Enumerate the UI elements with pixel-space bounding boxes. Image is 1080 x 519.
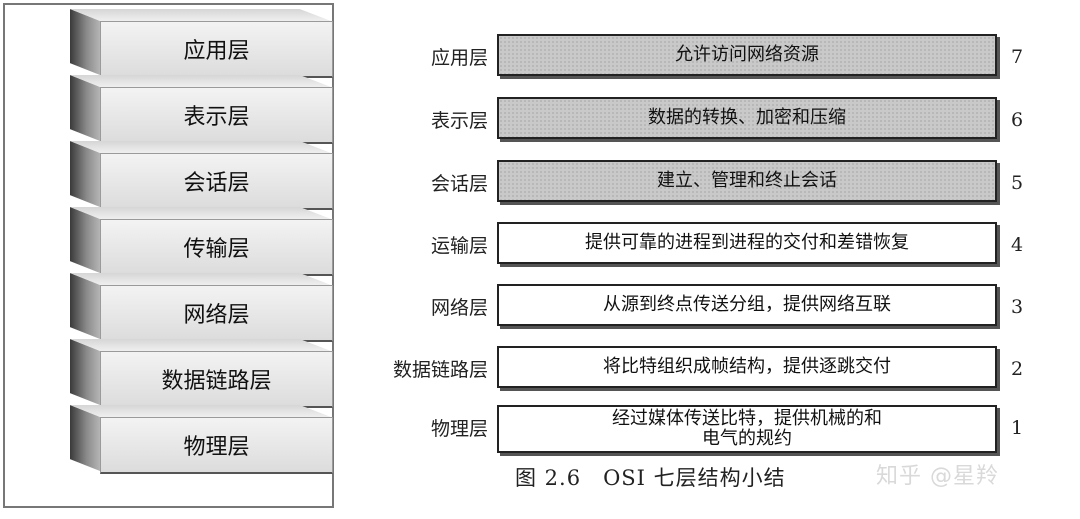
layer-description: 经过媒体传送比特，提供机械的和 电气的规约 (497, 405, 997, 453)
stack-layer-top (70, 273, 331, 285)
watermark: 知乎 @星羚 (876, 458, 999, 490)
layer-name: 表示层 (352, 106, 488, 133)
layer-name: 网络层 (352, 293, 488, 320)
stack-layer: 传输层 (70, 207, 335, 277)
stack-layer: 物理层 (70, 405, 335, 475)
stack-layer: 表示层 (70, 75, 335, 145)
layer-name: 应用层 (352, 43, 488, 70)
stack-layer: 数据链路层 (70, 339, 335, 409)
layer-description: 建立、管理和终止会话 (497, 160, 997, 202)
stack-layer-top (70, 9, 331, 21)
layer-description: 数据的转换、加密和压缩 (497, 97, 997, 139)
layer-number: 6 (1008, 109, 1026, 131)
stack-layer-label: 物理层 (100, 417, 333, 474)
layer-number: 1 (1008, 417, 1026, 439)
layer-number: 7 (1008, 46, 1026, 68)
layer-description: 将比特组织成帧结构，提供逐跳交付 (497, 346, 997, 388)
stack-layer: 应用层 (70, 9, 335, 79)
layer-number: 4 (1008, 234, 1026, 256)
layer-description: 从源到终点传送分组，提供网络互联 (497, 284, 997, 326)
figure-caption: 图 2.6 OSI 七层结构小结 (515, 462, 786, 492)
stack-layer-label: 应用层 (100, 21, 333, 78)
layer-description: 允许访问网络资源 (497, 34, 997, 76)
osi-stack-figure: 应用层表示层会话层传输层网络层数据链路层物理层 (3, 3, 334, 508)
stack-layer-top (70, 141, 331, 153)
stack-layer-label: 表示层 (100, 87, 333, 144)
stack-layer-label: 会话层 (100, 153, 333, 210)
stack-layer: 网络层 (70, 273, 335, 343)
layer-number: 2 (1008, 358, 1026, 380)
stack-layer-top (70, 339, 331, 351)
stack-layer: 会话层 (70, 141, 335, 211)
osi-stack: 应用层表示层会话层传输层网络层数据链路层物理层 (5, 5, 332, 506)
layer-name: 数据链路层 (352, 355, 488, 382)
layer-name: 物理层 (352, 414, 488, 441)
stack-layer-top (70, 405, 331, 417)
stack-layer-top (70, 207, 331, 219)
layer-name: 会话层 (352, 169, 488, 196)
layer-description: 提供可靠的进程到进程的交付和差错恢复 (497, 222, 997, 264)
stack-layer-label: 数据链路层 (100, 351, 333, 408)
layer-name: 运输层 (352, 231, 488, 258)
stack-layer-label: 网络层 (100, 285, 333, 342)
stack-layer-label: 传输层 (100, 219, 333, 276)
layer-number: 5 (1008, 172, 1026, 194)
stack-layer-top (70, 75, 331, 87)
layer-number: 3 (1008, 296, 1026, 318)
